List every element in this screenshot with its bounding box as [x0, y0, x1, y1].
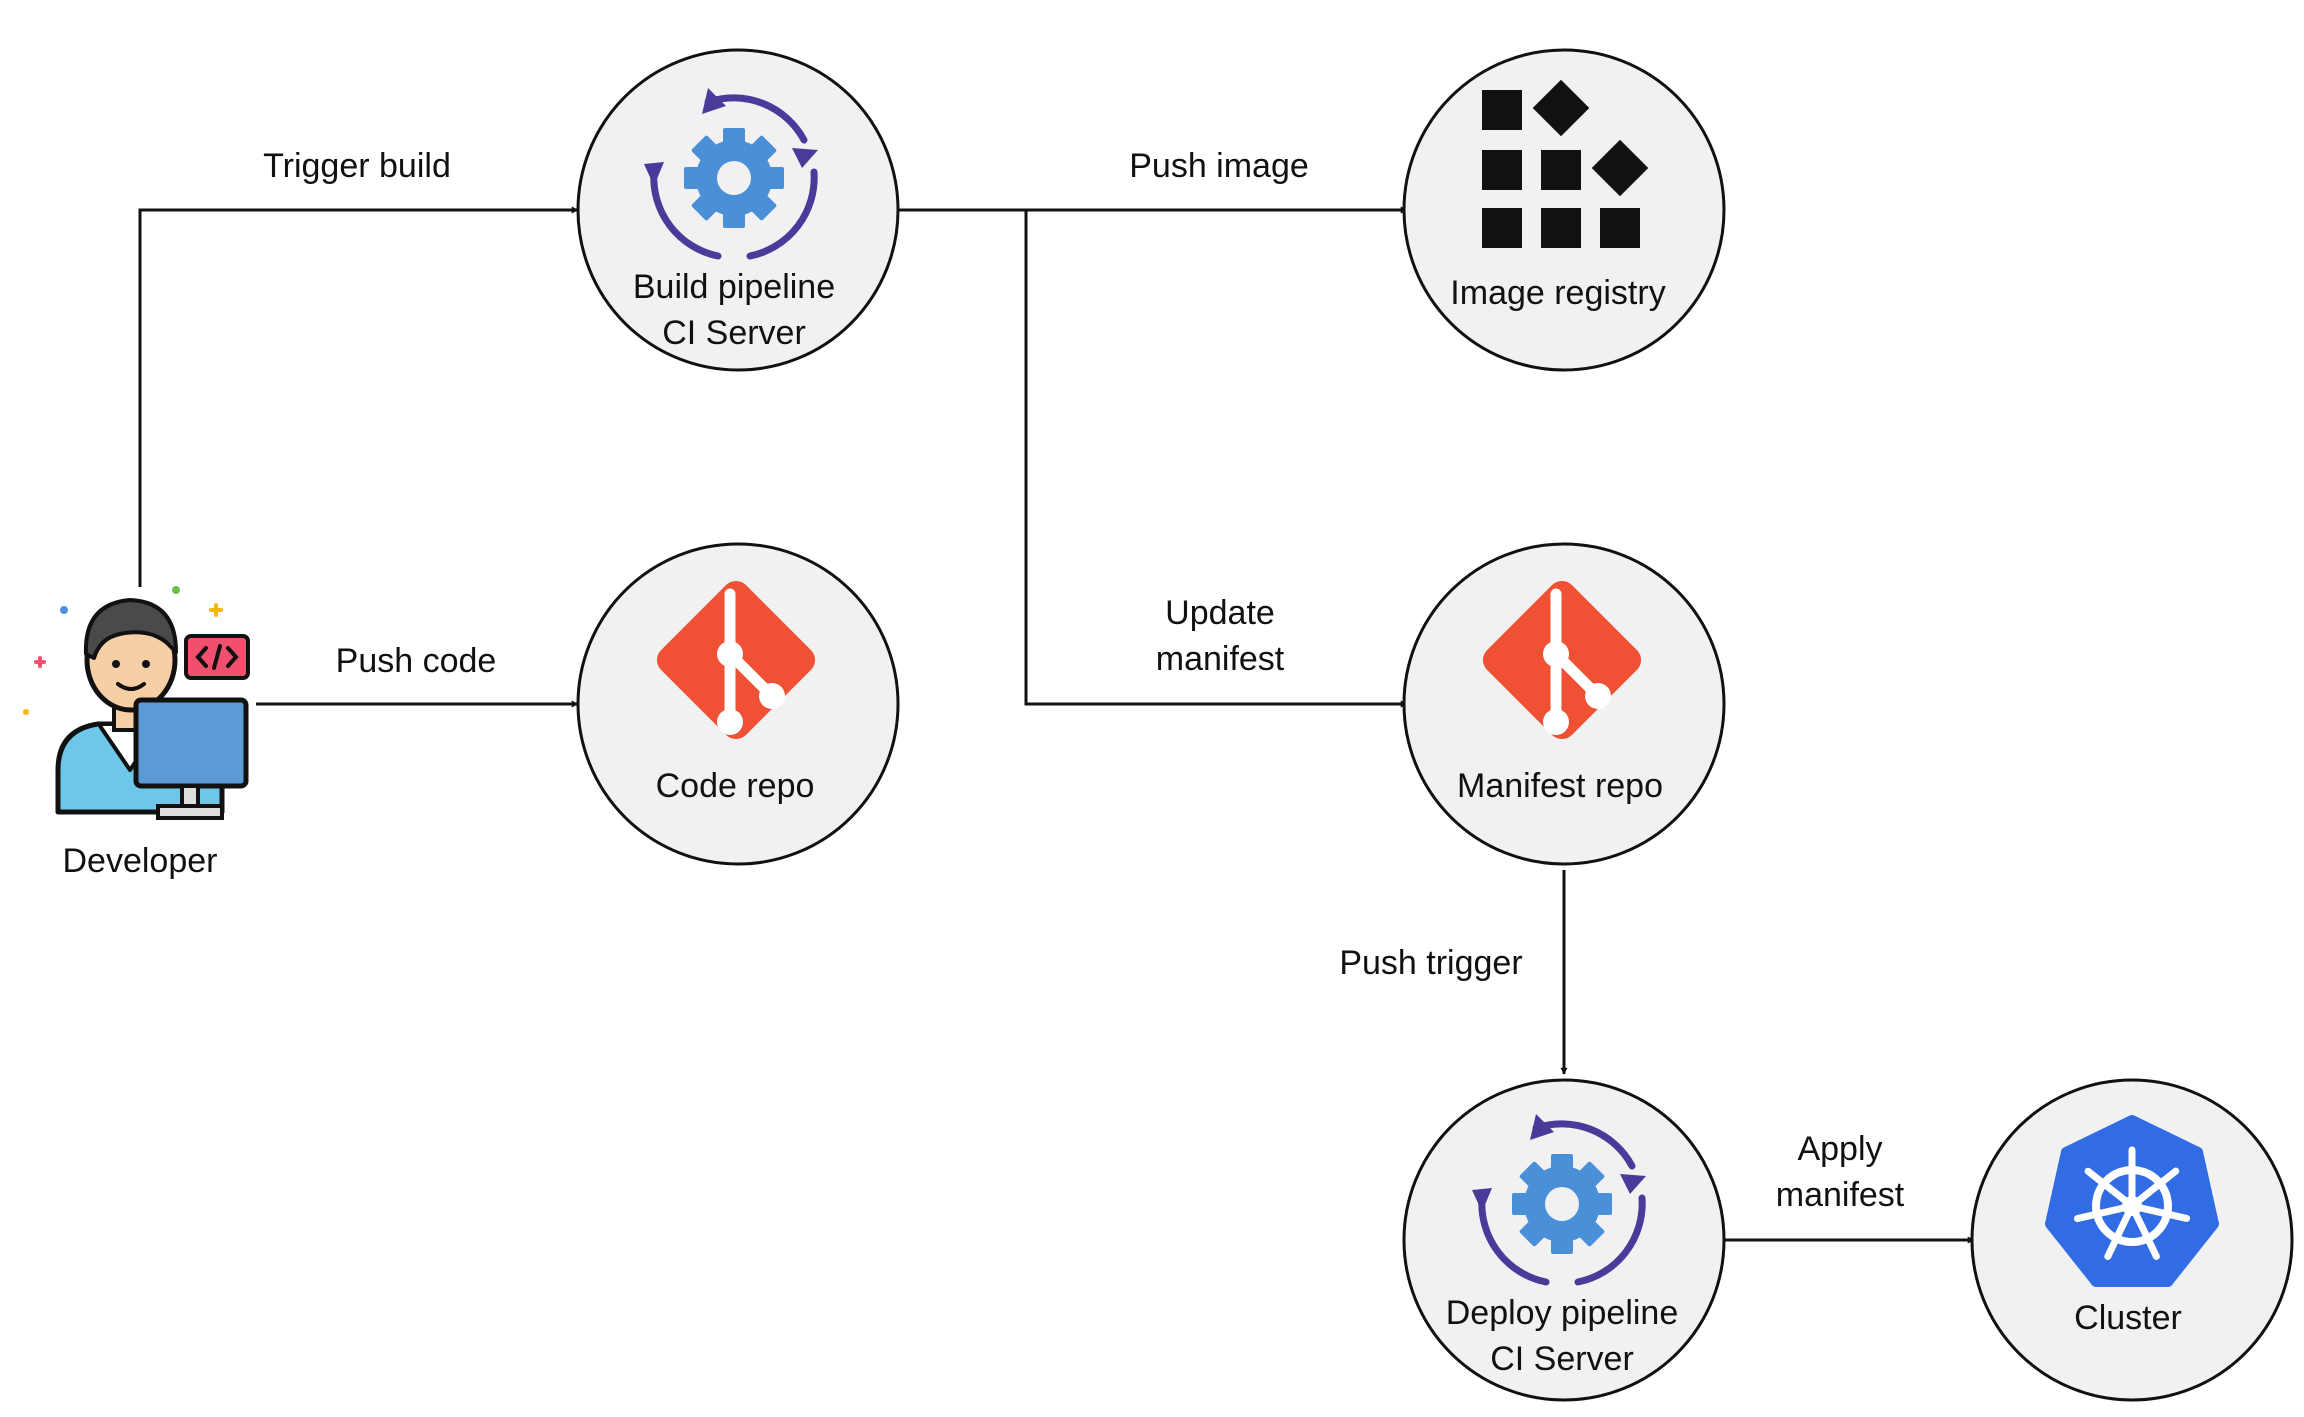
update-manifest-connector	[1024, 210, 1408, 708]
deploy-pipeline-label-line1: Deploy pipeline	[1445, 1294, 1679, 1332]
build-pipeline-label-line1: Build pipeline	[632, 268, 836, 306]
update-manifest-label-line2: manifest	[1155, 640, 1285, 678]
developer-avatar-icon	[23, 586, 250, 820]
build-pipeline-label-line2: CI Server	[662, 314, 806, 352]
monitor-icon	[133, 697, 249, 820]
push-image-label: Push image	[1129, 147, 1309, 185]
push-trigger-label: Push trigger	[1339, 944, 1523, 982]
push-code-label: Push code	[335, 642, 497, 680]
image-registry-label: Image registry	[1450, 274, 1666, 312]
apply-manifest-label: Apply manifest	[1776, 1126, 1905, 1218]
connectors	[138, 206, 1975, 1244]
deploy-pipeline-label: Deploy pipeline CI Server	[1446, 1290, 1679, 1382]
sparkle-icons	[23, 586, 223, 715]
update-manifest-label: Update manifest	[1156, 590, 1285, 682]
developer-label: Developer	[62, 842, 218, 880]
trigger-build-connector	[138, 206, 579, 587]
cluster-label: Cluster	[2074, 1299, 2182, 1337]
build-pipeline-label: Build pipeline CI Server	[633, 264, 835, 356]
update-manifest-label-line1: Update	[1165, 594, 1275, 632]
image-registry-blocks-icon	[1482, 79, 1649, 248]
trigger-build-label: Trigger build	[263, 147, 451, 185]
node-circles	[576, 48, 2294, 1402]
apply-manifest-label-line2: manifest	[1775, 1176, 1905, 1214]
manifest-repo-label: Manifest repo	[1457, 767, 1663, 805]
code-badge-icon	[184, 634, 250, 680]
code-repo-label: Code repo	[655, 767, 815, 805]
deploy-pipeline-label-line2: CI Server	[1490, 1340, 1634, 1378]
cluster-kubernetes-icon	[2045, 1115, 2219, 1287]
apply-manifest-label-line1: Apply	[1797, 1130, 1883, 1168]
